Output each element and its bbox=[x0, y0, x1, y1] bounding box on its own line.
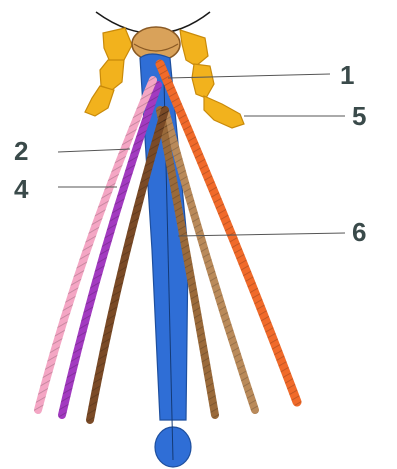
label-6: 6 bbox=[352, 217, 366, 247]
right-appendage-upper bbox=[180, 30, 208, 66]
left-appendage-mid bbox=[100, 60, 124, 90]
right-appendage-mid bbox=[192, 64, 214, 98]
label-4: 4 bbox=[14, 174, 29, 204]
label-5: 5 bbox=[352, 101, 366, 131]
cord-2-stripes bbox=[38, 80, 153, 410]
right-appendage-lower bbox=[204, 96, 244, 128]
left-appendages bbox=[85, 28, 132, 116]
label-1: 1 bbox=[340, 60, 354, 90]
cord-4-stripes bbox=[62, 85, 158, 415]
label-2: 2 bbox=[14, 136, 28, 166]
left-appendage-upper bbox=[103, 28, 132, 62]
right-appendages bbox=[180, 30, 244, 128]
left-appendage-lower bbox=[85, 86, 114, 116]
